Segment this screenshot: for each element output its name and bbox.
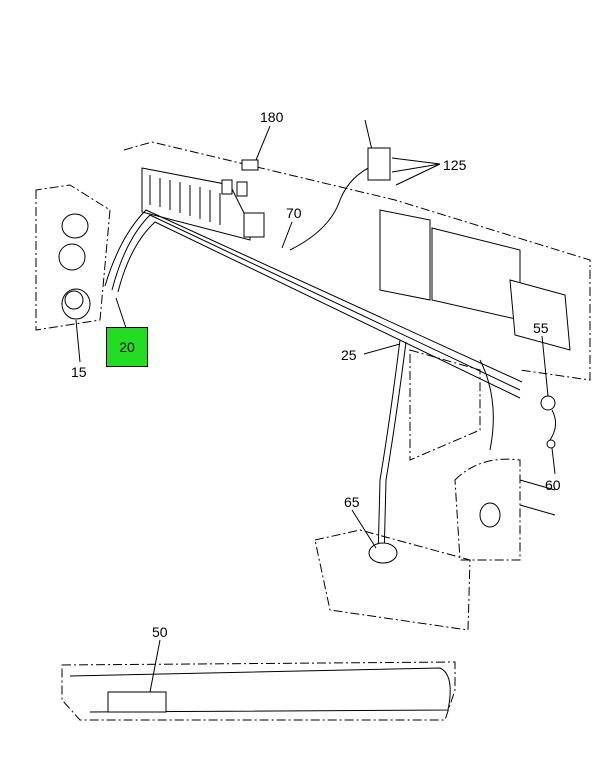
- callout-70: 70: [286, 205, 302, 221]
- harness-main-c: [104, 209, 523, 383]
- callout-125: 125: [443, 157, 467, 173]
- gauge-group: [58, 213, 91, 320]
- fuse-block: [141, 167, 265, 241]
- harness-drop-a: [377, 339, 401, 561]
- leader-60: [551, 447, 556, 475]
- leader-25: [363, 343, 401, 355]
- connector-125: [367, 147, 391, 181]
- harness-50-label-tag: [107, 691, 167, 713]
- column-knob: [479, 502, 501, 528]
- harness-branch-125: [289, 164, 376, 251]
- column-shaft: [519, 479, 556, 516]
- callout-15: 15: [71, 364, 87, 380]
- highlighted-part-label: 20: [119, 339, 135, 355]
- callout-60: 60: [545, 477, 561, 493]
- left-panel-outline: [35, 184, 111, 331]
- harness-drop-right: [479, 359, 494, 451]
- leader-125: [391, 157, 441, 186]
- callout-25: 25: [341, 347, 357, 363]
- leader-55: [541, 335, 549, 397]
- callout-50: 50: [152, 624, 168, 640]
- leader-180: [255, 125, 271, 161]
- leader-70: [281, 221, 293, 249]
- column-panel-outline: [454, 458, 521, 561]
- relay-180: [241, 159, 259, 171]
- callout-55: 55: [533, 320, 549, 336]
- harness-50-outline: [61, 661, 456, 721]
- clip-65: [368, 542, 398, 564]
- harness-main-b: [117, 221, 521, 399]
- part-60: [546, 439, 556, 449]
- instrument-cluster: [379, 209, 571, 351]
- harness-drop-b: [383, 341, 407, 561]
- leader-65: [351, 509, 377, 549]
- wire-60: [549, 409, 556, 441]
- highlighted-part-20[interactable]: 20: [106, 327, 148, 367]
- leader-20: [115, 297, 127, 329]
- bracket-outline: [409, 349, 481, 461]
- leader-15: [75, 319, 81, 363]
- connector-lead: [364, 119, 373, 151]
- part-55: [540, 395, 556, 411]
- lower-panel-outline: [314, 529, 471, 631]
- harness-main-a: [111, 214, 521, 391]
- callout-180: 180: [260, 109, 284, 125]
- dash-panel-outline: [123, 141, 591, 381]
- callout-65: 65: [344, 494, 360, 510]
- leader-50: [149, 639, 161, 693]
- harness-50-wire: [69, 667, 451, 713]
